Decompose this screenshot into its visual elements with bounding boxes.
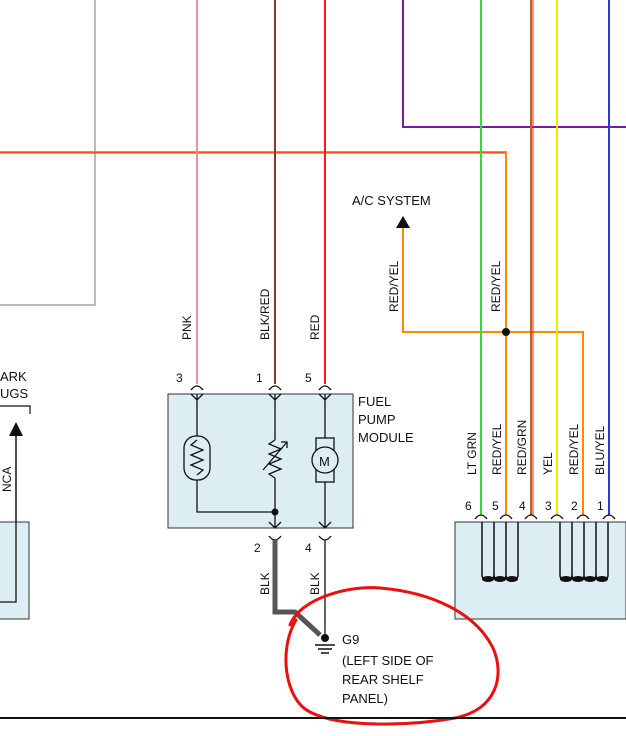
pin-hook <box>602 514 616 520</box>
pin-hook <box>550 514 564 520</box>
ac-red-yel-wire <box>402 228 506 333</box>
module-bottom-hooks <box>268 535 332 541</box>
pin-hook <box>318 535 332 541</box>
left-connector-line <box>0 522 17 603</box>
pin-hook <box>474 514 488 520</box>
splice-node <box>502 328 510 336</box>
pin-hook <box>576 514 590 520</box>
ac-system-label: A/C SYSTEM <box>352 193 431 208</box>
connector-pin-number: 3 <box>545 499 552 513</box>
connector-wire-label: RED/GRN <box>515 420 529 475</box>
red-yel-horizontal-wire <box>0 151 507 332</box>
module-pin-5: 5 <box>305 371 312 385</box>
pin-hook <box>499 514 513 520</box>
pin-hook <box>190 385 204 391</box>
motor-icon <box>311 446 339 474</box>
ground-node <box>321 634 329 642</box>
internal-junction <box>271 508 279 516</box>
connector-pin-number: 4 <box>519 499 526 513</box>
ground-id: G9 <box>342 632 359 647</box>
left-connector-body <box>0 521 30 620</box>
module-internal-circuit <box>183 393 335 529</box>
connector-pin-number: 1 <box>597 499 604 513</box>
ground-location-line3: PANEL) <box>342 691 388 706</box>
module-pin-1: 1 <box>256 371 263 385</box>
connector-pin-number: 6 <box>465 499 472 513</box>
wire-label-nca: NCA <box>0 467 14 492</box>
connector-wire-labels: LT GRN RED/YEL RED/GRN YEL RED/YEL BLU/Y… <box>465 420 607 475</box>
connector-pin-hooks <box>474 514 616 520</box>
blk-ground-wire-pin2 <box>272 540 322 637</box>
spark-label-line1: ARK <box>0 369 27 384</box>
motor-label: M <box>319 454 330 469</box>
connector-wire-label: YEL <box>541 452 555 475</box>
connector-wire-label: BLU/YEL <box>593 425 607 475</box>
connector-pin-numbers: 6 5 4 3 2 1 <box>465 499 604 513</box>
wire-label-blk-pin2: BLK <box>258 572 272 595</box>
spark-label-line2: UGS <box>0 386 29 401</box>
module-top-hooks <box>190 385 332 391</box>
annotation-circle <box>284 586 500 726</box>
gray-frame-line <box>0 0 96 306</box>
wire-label-red: RED <box>308 314 322 340</box>
module-pin-4: 4 <box>305 541 312 555</box>
wire-label-blk-red: BLK/RED <box>258 288 272 340</box>
purple-wire <box>402 0 626 128</box>
wire-label-red-yel-ac: RED/YEL <box>387 260 401 312</box>
pin-hook <box>318 385 332 391</box>
fuel-pump-label-line2: PUMP <box>358 412 396 427</box>
connector-pin-number: 2 <box>571 499 578 513</box>
bus-dots <box>482 576 608 582</box>
ground-location-line2: REAR SHELF <box>342 672 424 687</box>
wire-label-red-yel-trunk: RED/YEL <box>489 260 503 312</box>
spark-label-bracket <box>0 405 31 414</box>
fuel-pump-label-line1: FUEL <box>358 394 391 409</box>
pin-hook <box>268 535 282 541</box>
fuel-pump-label-line3: MODULE <box>358 430 414 445</box>
right-connector-body <box>454 521 626 620</box>
ground-icon <box>315 644 335 654</box>
wire-label-blk-pin4: BLK <box>308 572 322 595</box>
pin-hook <box>524 514 538 520</box>
ground-location-line1: (LEFT SIDE OF <box>342 653 434 668</box>
spark-arrow-icon <box>9 422 23 436</box>
module-pin-2: 2 <box>254 541 261 555</box>
module-pin-3: 3 <box>176 371 183 385</box>
connector-pin-number: 5 <box>492 499 499 513</box>
pin-hook <box>268 385 282 391</box>
connector-wire-label: RED/YEL <box>490 423 504 475</box>
connector-wire-label: LT GRN <box>465 432 479 475</box>
connector-wire-label: RED/YEL <box>567 423 581 475</box>
ac-arrow-icon <box>396 216 410 228</box>
wire-label-pnk: PNK <box>180 315 194 340</box>
